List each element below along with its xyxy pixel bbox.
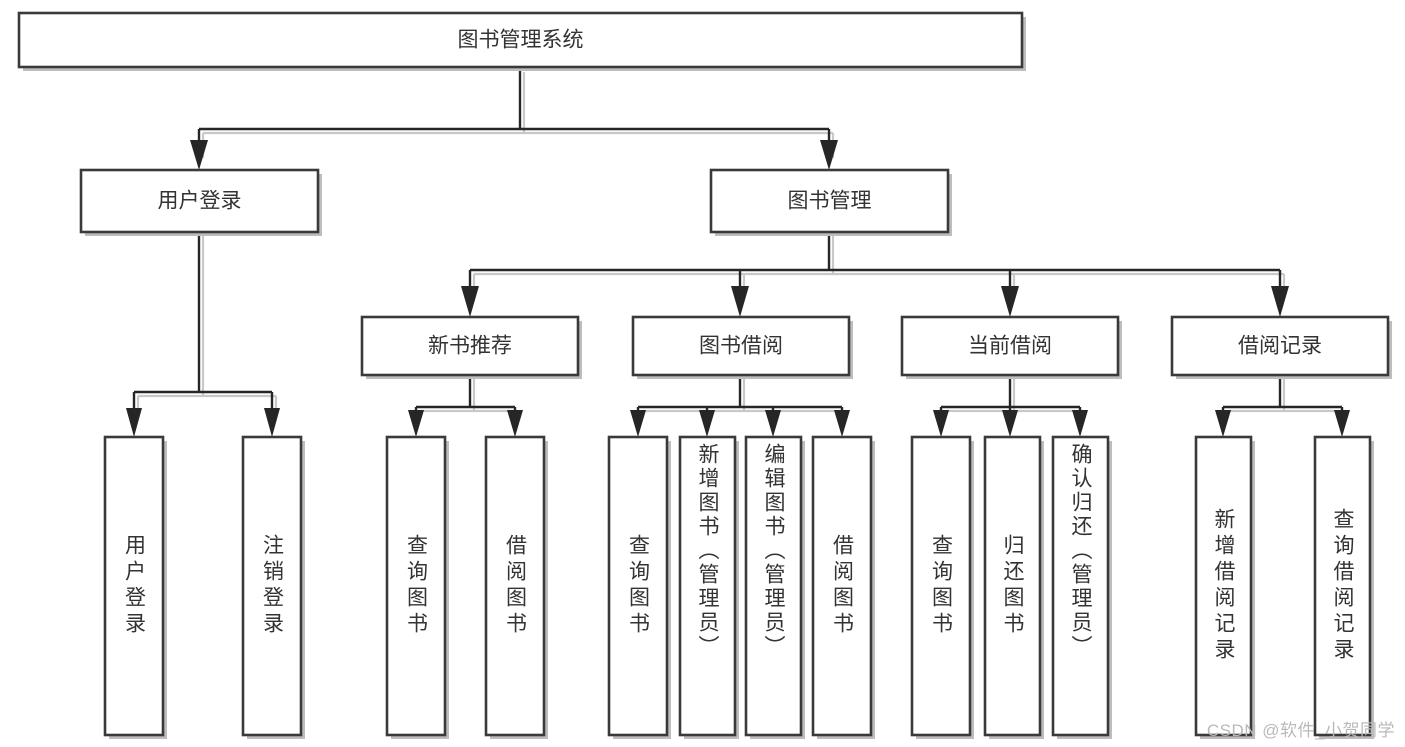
arrowhead-book-manage [820, 140, 838, 170]
arrowhead-leaf-edit-book-admin [765, 410, 781, 437]
arrowhead-leaf-add-book-admin [699, 410, 715, 437]
node-leaf-borrow-book-rect[interactable] [811, 435, 873, 737]
node-user-login[interactable]: 用户登录 [79, 168, 322, 236]
node-leaf-add-borrow-record[interactable] [1194, 435, 1255, 739]
connector-shadow [201, 72, 835, 158]
node-root-rect[interactable] [17, 11, 1024, 69]
connector-shadow [640, 379, 848, 420]
node-current-borrow-rect[interactable] [900, 315, 1120, 377]
node-leaf-query-book-current[interactable] [910, 435, 974, 739]
node-book-borrow-label: 图书借阅 [699, 335, 783, 358]
node-borrow-records[interactable]: 借阅记录 [1170, 315, 1392, 379]
connector-group-root-to-level2 [190, 67, 838, 170]
node-book-borrow-rect[interactable] [631, 315, 851, 377]
node-new-book-recommend[interactable]: 新书推荐 [360, 315, 582, 379]
node-leaf-add-borrow-record-rect[interactable] [1194, 435, 1253, 737]
node-leaf-add-book-admin-rect[interactable] [678, 435, 737, 737]
arrowhead-leaf-query-borrow-record [1334, 410, 1350, 437]
node-leaf-query-book-borrow[interactable] [607, 435, 671, 739]
node-borrow-records-rect[interactable] [1170, 315, 1390, 377]
node-leaf-borrow-book-rec[interactable] [484, 435, 548, 739]
node-leaf-confirm-return-admin-rect[interactable] [1051, 435, 1110, 737]
arrowhead-leaf-user-logout [264, 408, 280, 437]
node-user-login-rect[interactable] [79, 168, 320, 234]
node-leaf-user-logout-rect[interactable] [241, 435, 303, 737]
connector-group-currentborrow-to-leaves [933, 375, 1088, 437]
node-leaf-query-book-borrow-rect[interactable] [607, 435, 669, 737]
node-book-manage[interactable]: 图书管理 [709, 168, 952, 236]
node-book-borrow[interactable]: 图书借阅 [631, 315, 853, 379]
arrowhead-leaf-user-login [126, 408, 142, 437]
arrowhead-leaf-query-book-rec [408, 410, 424, 437]
node-leaf-return-book[interactable] [983, 435, 1044, 739]
arrowhead-user-login [190, 140, 208, 170]
arrowhead-new-book-recommend [461, 286, 479, 317]
node-book-manage-rect[interactable] [709, 168, 950, 234]
node-leaf-user-login-rect[interactable] [103, 435, 165, 737]
node-book-manage-label: 图书管理 [788, 190, 872, 213]
node-current-borrow-label: 当前借阅 [968, 335, 1052, 358]
arrowhead-book-borrow [731, 286, 749, 317]
node-leaf-query-book-current-rect[interactable] [910, 435, 972, 737]
node-leaf-borrow-book-rec-rect[interactable] [484, 435, 546, 737]
arrowhead-leaf-query-book-borrow [630, 410, 646, 437]
node-leaf-edit-book-admin-rect[interactable] [744, 435, 803, 737]
node-new-book-recommend-label: 新书推荐 [428, 335, 512, 358]
connector-group-bookborrow-to-leaves [630, 375, 850, 437]
arrowhead-leaf-add-borrow-record [1215, 410, 1231, 437]
node-leaf-add-book-admin[interactable] [678, 435, 739, 739]
connector-group-userlogin-to-leaves [126, 232, 280, 437]
node-leaf-user-logout[interactable] [241, 435, 305, 739]
connector-shadow [472, 236, 1286, 298]
connector-group-bookmanage-to-level3 [461, 232, 1289, 317]
node-leaf-edit-book-admin[interactable] [744, 435, 805, 739]
arrowhead-current-borrow [1001, 286, 1019, 317]
node-leaf-query-borrow-record-rect[interactable] [1313, 435, 1372, 737]
node-root-label: 图书管理系统 [458, 29, 584, 52]
connector-shadow [136, 236, 278, 418]
connector-shadow [418, 379, 521, 420]
connector-shadow [1225, 379, 1348, 420]
node-leaf-query-borrow-record[interactable] [1313, 435, 1374, 739]
node-leaf-borrow-book[interactable] [811, 435, 875, 739]
arrowhead-leaf-return-book [1002, 410, 1018, 437]
node-leaf-user-login[interactable] [103, 435, 167, 739]
node-new-book-recommend-rect[interactable] [360, 315, 580, 377]
arrowhead-leaf-confirm-return-admin [1072, 410, 1088, 437]
arrowhead-borrow-records [1271, 286, 1289, 317]
arrowhead-leaf-query-book-current [933, 410, 949, 437]
node-root[interactable]: 图书管理系统 [17, 11, 1026, 71]
node-user-login-label: 用户登录 [158, 190, 242, 213]
node-leaf-query-book-rec[interactable] [385, 435, 449, 739]
connector-group-borrowrecords-to-leaves [1215, 375, 1350, 437]
arrowhead-leaf-borrow-book-rec [507, 410, 523, 437]
node-borrow-records-label: 借阅记录 [1238, 335, 1322, 358]
arrowhead-leaf-borrow-book [834, 410, 850, 437]
node-current-borrow[interactable]: 当前借阅 [900, 315, 1122, 379]
node-leaf-query-book-rec-rect[interactable] [385, 435, 447, 737]
connector-group-newbook-to-leaves [408, 375, 523, 437]
node-leaf-return-book-rect[interactable] [983, 435, 1042, 737]
node-leaf-confirm-return-admin[interactable] [1051, 435, 1112, 739]
